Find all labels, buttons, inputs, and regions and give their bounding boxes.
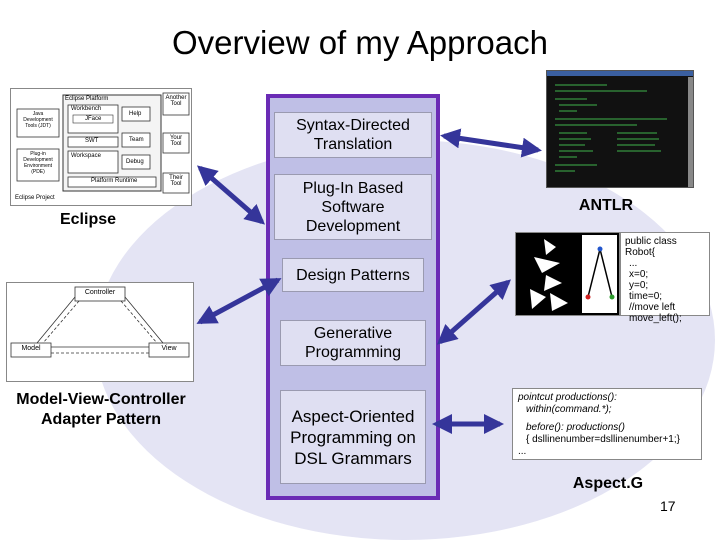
aspect-code-line: within(command.*); xyxy=(526,404,612,415)
robot-demo-image xyxy=(515,232,620,316)
mvc-label-line1: Model-View-Controller xyxy=(16,391,186,408)
aspect-oriented-programming-box: Aspect-Oriented Programming on DSL Gramm… xyxy=(280,390,426,484)
aspect-code-line: ... xyxy=(518,446,527,457)
another-tool-label: Another Tool xyxy=(165,95,187,107)
help-label: Help xyxy=(129,111,142,117)
debug-label: Debug xyxy=(126,159,144,165)
aspect-code-line: before(): productions() xyxy=(526,422,625,433)
mvc-diagram: Controller Model View xyxy=(6,282,194,382)
robot-code-line: move_left(); xyxy=(629,313,682,324)
eclipse-label: Eclipse xyxy=(59,211,117,228)
controller-label: Controller xyxy=(84,289,116,296)
aspectg-code-box: pointcut productions(): within(command.*… xyxy=(512,388,702,460)
plugin-based-development-text: Plug-In Based Software Development xyxy=(302,179,404,235)
aspect-code-line: pointcut productions(): xyxy=(518,392,617,403)
plugin-based-development-box: Plug-In Based Software Development xyxy=(274,174,432,240)
pde-label: Plug-in Development Environment (PDE) xyxy=(23,151,53,175)
robot-code-line: //move left xyxy=(629,302,676,313)
eclipse-diagram-svg xyxy=(16,92,190,194)
your-tool-label: Your Tool xyxy=(169,135,183,147)
antlr-console-svg xyxy=(547,71,693,187)
robot-code-line: public class Robot{ xyxy=(625,236,677,258)
robot-code-line: ... xyxy=(629,258,638,269)
eclipse-project-label: Eclipse Project xyxy=(15,195,55,201)
robot-demo-svg xyxy=(516,233,619,315)
syntax-directed-translation-box: Syntax-Directed Translation xyxy=(274,112,432,158)
aspectg-label: Aspect.G xyxy=(572,475,644,492)
platform-runtime-label: Platform Runtime xyxy=(91,178,138,184)
aspect-oriented-programming-text: Aspect-Oriented Programming on DSL Gramm… xyxy=(290,406,416,468)
jdt-label: Java Development Tools (JDT) xyxy=(23,111,53,129)
robot-code-line: x=0; xyxy=(629,269,649,280)
design-patterns-box: Design Patterns xyxy=(282,258,424,292)
generative-programming-box: Generative Programming xyxy=(280,320,426,366)
mvc-label-line2: Adapter Pattern xyxy=(40,411,162,428)
workbench-label: Workbench xyxy=(71,106,102,112)
team-label: Team xyxy=(129,137,144,143)
design-patterns-text: Design Patterns xyxy=(296,266,410,284)
view-label: View xyxy=(161,345,177,352)
mvc-diagram-svg xyxy=(10,286,190,358)
aspect-code-line: { dsllinenumber=dsllinenumber+1;} xyxy=(526,434,680,445)
jface-label: JFace xyxy=(85,116,102,122)
robot-code-box: public class Robot{ ... x=0; y=0; time=0… xyxy=(620,232,710,324)
slide-title: Overview of my Approach xyxy=(172,24,548,61)
workspace-label: Workspace xyxy=(71,153,101,159)
antlr-console-screenshot xyxy=(546,70,694,188)
eclipse-platform-label: Eclipse Platform xyxy=(65,96,109,102)
robot-code-line: y=0; xyxy=(629,280,649,291)
model-label: Model xyxy=(21,345,41,352)
antlr-label: ANTLR xyxy=(578,197,634,214)
eclipse-architecture-diagram: Eclipse Platform Workbench JFace SWT Wor… xyxy=(10,88,192,206)
syntax-directed-translation-text: Syntax-Directed Translation xyxy=(296,117,410,153)
robot-code-line: time=0; xyxy=(629,291,663,302)
page-number: 17 xyxy=(660,498,676,514)
generative-programming-text: Generative Programming xyxy=(304,325,402,361)
swt-label: SWT xyxy=(85,138,99,144)
their-tool-label: Their Tool xyxy=(169,175,183,187)
